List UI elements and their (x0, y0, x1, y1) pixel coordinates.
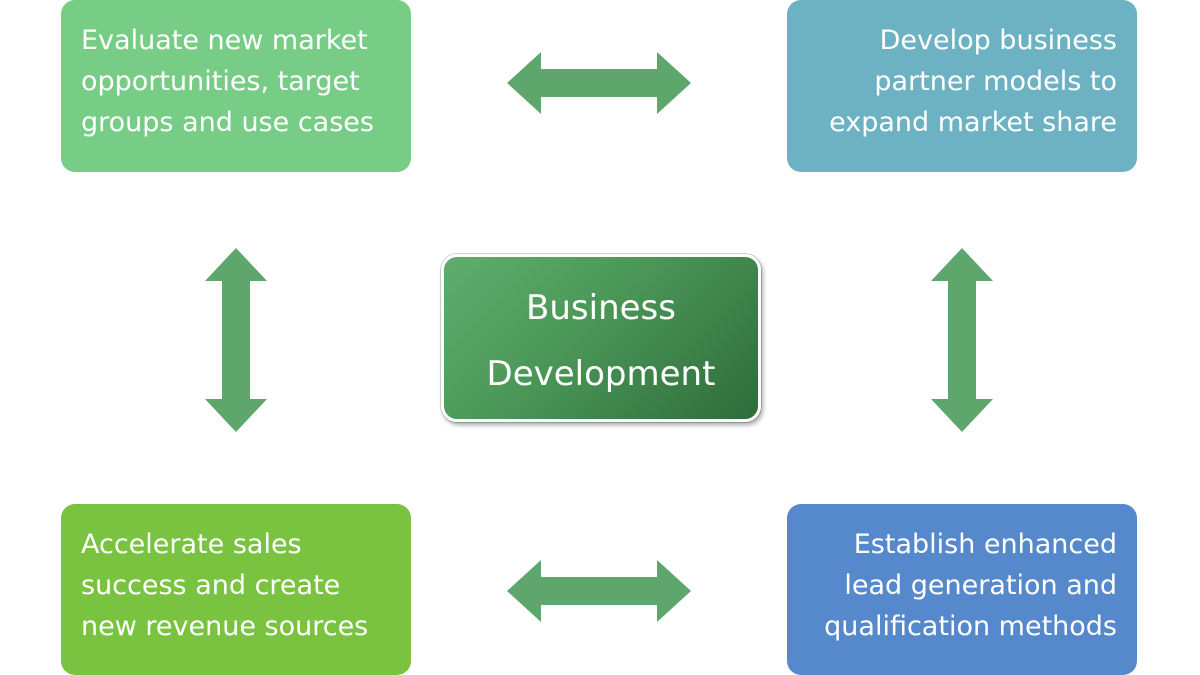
double-arrow-vertical-icon (931, 248, 993, 432)
box-text-line: new revenue sources (81, 611, 369, 642)
box-text-line: expand market share (829, 107, 1117, 138)
box-text-line: Evaluate new market (81, 25, 368, 56)
box-text-line: Develop business (879, 25, 1117, 56)
double-arrow-vertical-icon (205, 248, 267, 432)
box-text-line: success and create (81, 570, 341, 601)
box-text-line: Establish enhanced (853, 529, 1117, 560)
double-arrow-horizontal-icon (507, 560, 691, 622)
box-accelerate-sales-success: Accelerate sales success and create new … (61, 504, 411, 675)
box-evaluate-market-opportunities: Evaluate new market opportunities, targe… (61, 0, 411, 172)
box-text-line: partner models to (874, 66, 1117, 97)
box-develop-partner-models: Develop business partner models to expan… (787, 0, 1137, 172)
box-text-line: Accelerate sales (81, 529, 302, 560)
box-establish-lead-generation: Establish enhanced lead generation and q… (787, 504, 1137, 675)
box-text-line: lead generation and (844, 570, 1117, 601)
box-text-line: groups and use cases (81, 107, 374, 138)
center-title-line: Business (526, 288, 676, 328)
center-business-development-box: Business Development (441, 254, 761, 422)
double-arrow-horizontal-icon (507, 52, 691, 114)
box-text-line: qualification methods (824, 611, 1117, 642)
center-title-line: Development (486, 354, 716, 394)
box-text-line: opportunities, target (81, 66, 360, 97)
